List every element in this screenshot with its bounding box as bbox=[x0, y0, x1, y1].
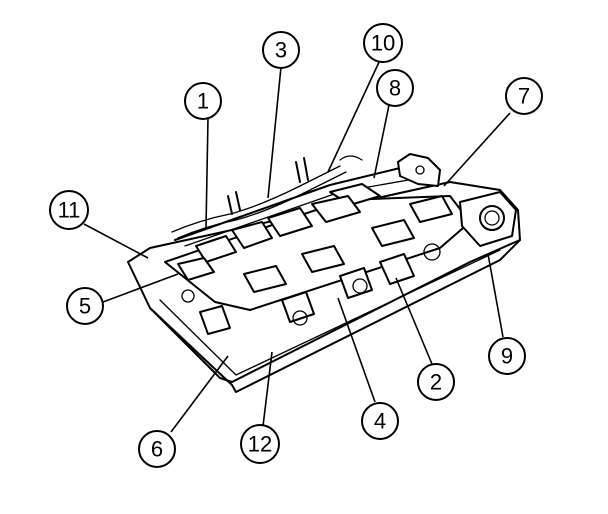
callout-12: 12 bbox=[240, 424, 280, 464]
callout-11-label: 11 bbox=[58, 198, 81, 223]
callout-12-label: 12 bbox=[248, 432, 272, 457]
callout-6: 6 bbox=[138, 430, 176, 468]
callout-1-label: 1 bbox=[197, 89, 209, 114]
throttle-flange bbox=[459, 191, 517, 247]
callout-10-label: 10 bbox=[371, 31, 395, 56]
base-edge bbox=[149, 239, 521, 393]
callout-8-label: 8 bbox=[389, 76, 401, 101]
leader-lines bbox=[83, 59, 511, 433]
wiring-harness bbox=[171, 155, 363, 239]
callout-10: 10 bbox=[363, 23, 403, 63]
callout-6-label: 6 bbox=[151, 437, 163, 462]
callout-11: 11 bbox=[49, 190, 89, 230]
callout-7: 7 bbox=[505, 77, 543, 115]
upper-runners bbox=[177, 183, 453, 293]
callout-3-label: 3 bbox=[275, 38, 287, 63]
callout-3: 3 bbox=[262, 31, 300, 69]
callout-9: 9 bbox=[488, 337, 526, 375]
callout-4: 4 bbox=[361, 402, 399, 440]
callout-2-label: 2 bbox=[430, 370, 442, 395]
lower-ports bbox=[181, 243, 441, 335]
callout-4-label: 4 bbox=[374, 409, 386, 434]
callout-1: 1 bbox=[184, 82, 222, 120]
callout-8: 8 bbox=[376, 69, 414, 107]
callout-5-label: 5 bbox=[79, 294, 91, 319]
callout-9-label: 9 bbox=[501, 344, 513, 369]
mounting-bracket bbox=[397, 153, 441, 187]
callout-5: 5 bbox=[66, 287, 104, 325]
callout-2: 2 bbox=[417, 363, 455, 401]
callout-7-label: 7 bbox=[518, 84, 530, 109]
